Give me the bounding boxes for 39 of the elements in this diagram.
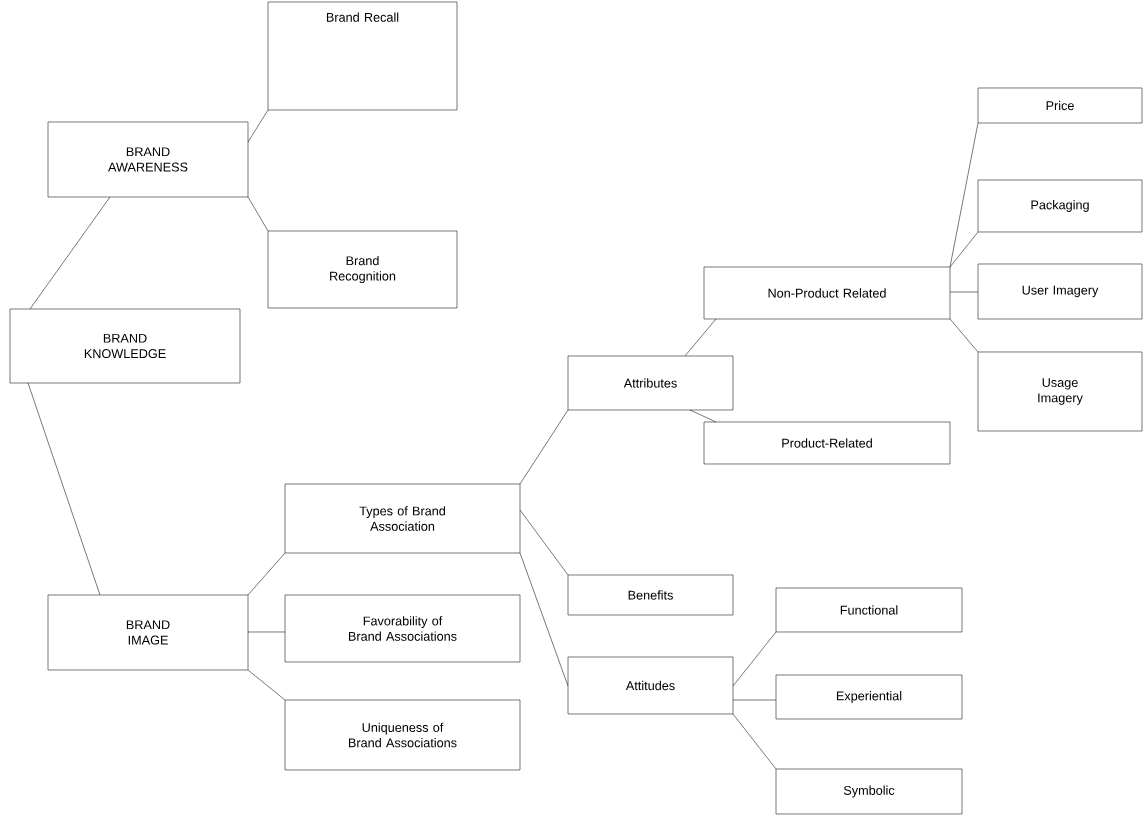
connector-line: [247, 552, 286, 596]
text-box: Brand Recognition: [267, 230, 458, 309]
connector-line: [29, 196, 111, 310]
connector-line: [732, 631, 777, 687]
connector-line: [732, 713, 777, 770]
connector-line: [27, 382, 101, 596]
connector-line: [519, 552, 569, 687]
text-box: Packaging: [977, 179, 1143, 233]
text-box: Functional: [775, 587, 963, 633]
text-box: Brand Recall: [267, 1, 458, 111]
text-box: Product-Related: [703, 421, 951, 465]
text-box: Favorability of Brand Associations: [284, 594, 521, 663]
connector-line: [247, 196, 269, 232]
connector-line: [949, 318, 979, 353]
connector-line: [247, 669, 286, 701]
connector-line: [519, 509, 569, 576]
connector-line: [949, 291, 979, 293]
connector-line: [519, 409, 569, 485]
text-box: Attitudes: [567, 656, 734, 715]
text-box: BRAND KNOWLEDGE: [9, 308, 241, 384]
text-box: Attributes: [567, 355, 734, 411]
connector-line: [949, 122, 979, 268]
connector-line: [949, 231, 979, 268]
text-box: Non-Product Related: [703, 266, 951, 320]
text-box: Benefits: [567, 574, 734, 616]
text-box: Uniqueness of Brand Associations: [284, 699, 521, 771]
text-box: User Imagery: [977, 263, 1143, 320]
text-box: BRAND IMAGE: [47, 594, 249, 671]
text-box: Usage Imagery: [977, 351, 1143, 432]
connector-line: [247, 631, 286, 633]
connector-line: [247, 109, 269, 143]
connector-line: [684, 318, 717, 357]
connector-line: [732, 699, 777, 701]
text-box: Symbolic: [775, 768, 963, 815]
text-box: Experiential: [775, 674, 963, 720]
text-box: Price: [977, 87, 1143, 124]
text-box: BRAND AWARENESS: [47, 121, 249, 198]
connector-line: [689, 409, 717, 423]
text-box: Types of Brand Association: [284, 483, 521, 554]
